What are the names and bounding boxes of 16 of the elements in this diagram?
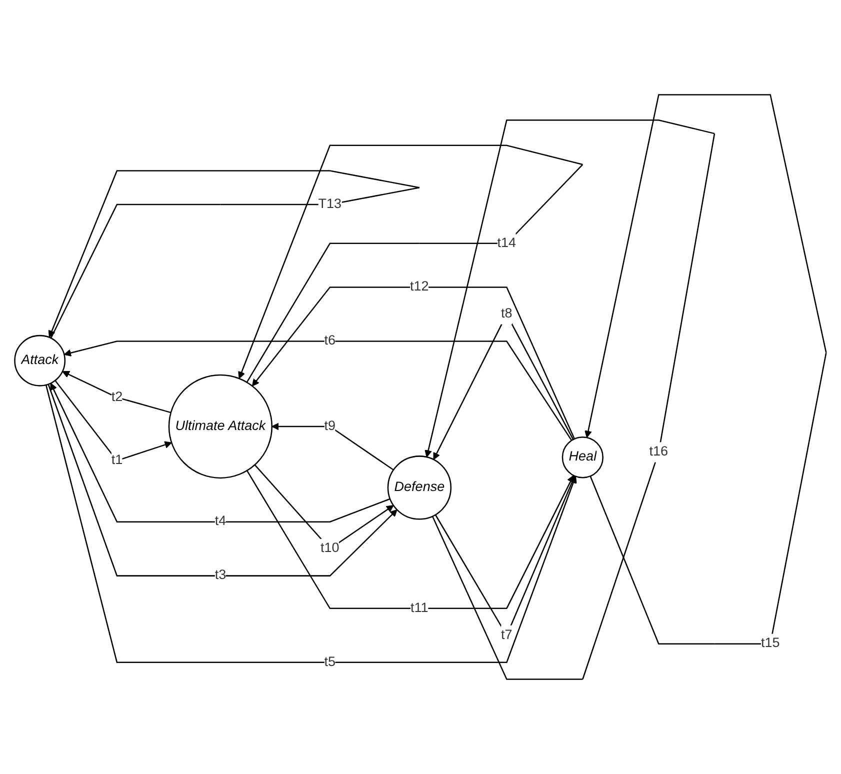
arrow	[54, 380, 172, 462]
state-circle: Defense	[387, 456, 452, 520]
arrow	[64, 340, 572, 441]
arrow	[48, 170, 420, 338]
arrow	[252, 286, 576, 440]
arrow	[62, 370, 172, 414]
arrow	[584, 94, 827, 644]
arrow	[246, 470, 574, 609]
arrow	[238, 144, 584, 383]
arrow	[45, 384, 577, 663]
arrow	[48, 384, 398, 576]
edge-label: t16	[649, 442, 668, 462]
arrow	[272, 422, 394, 470]
state-circle: Heal	[562, 436, 604, 478]
arrow	[50, 382, 390, 522]
arrow	[424, 119, 716, 680]
